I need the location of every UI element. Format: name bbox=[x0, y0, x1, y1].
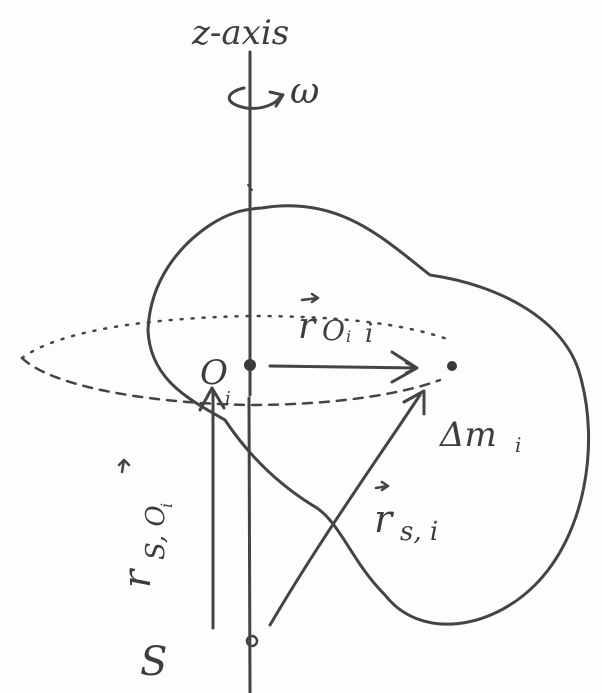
point-s bbox=[245, 634, 259, 648]
rotation-arrowhead bbox=[268, 90, 285, 108]
rotation-ellipse-back bbox=[20, 314, 452, 360]
origin-point bbox=[244, 359, 256, 371]
vector-r-oi-i-head bbox=[390, 350, 419, 384]
vector-r-s-i bbox=[268, 393, 422, 627]
z-axis-line bbox=[247, 50, 252, 693]
label-arrow-r-oi bbox=[300, 292, 320, 304]
label-arrow-r-so bbox=[117, 458, 131, 474]
origin-label: O bbox=[200, 353, 228, 393]
r-oi-sub2: i bbox=[346, 327, 351, 346]
mass-point bbox=[447, 361, 457, 371]
r-oi-sub-end: i bbox=[365, 319, 373, 349]
point-s-label: S bbox=[140, 639, 167, 685]
vector-r-s-i-head bbox=[402, 389, 426, 416]
r-si-label: r bbox=[374, 497, 395, 541]
omega-label: ω bbox=[290, 71, 319, 112]
axis-tick bbox=[247, 184, 253, 191]
mass-sub: i bbox=[515, 433, 521, 457]
r-so-sub2: i bbox=[157, 503, 176, 508]
rotation-arrow bbox=[227, 86, 282, 110]
vector-r-so-i-head bbox=[198, 386, 226, 412]
r-so-sub: S, O bbox=[141, 505, 171, 560]
r-oi-sub: O bbox=[322, 314, 345, 347]
origin-sub: i bbox=[225, 388, 231, 409]
r-si-sub: s, i bbox=[400, 517, 438, 547]
axis-label: z-axis bbox=[191, 13, 289, 53]
rotation-ellipse-front bbox=[20, 356, 442, 407]
vector-r-oi-i bbox=[268, 366, 416, 368]
mass-label: Δm bbox=[438, 415, 497, 455]
r-so-label: r bbox=[115, 567, 159, 588]
r-so-label-group: r S, O i bbox=[115, 503, 176, 588]
label-arrow-r-si bbox=[374, 480, 390, 492]
r-oi-label: r bbox=[298, 306, 317, 347]
